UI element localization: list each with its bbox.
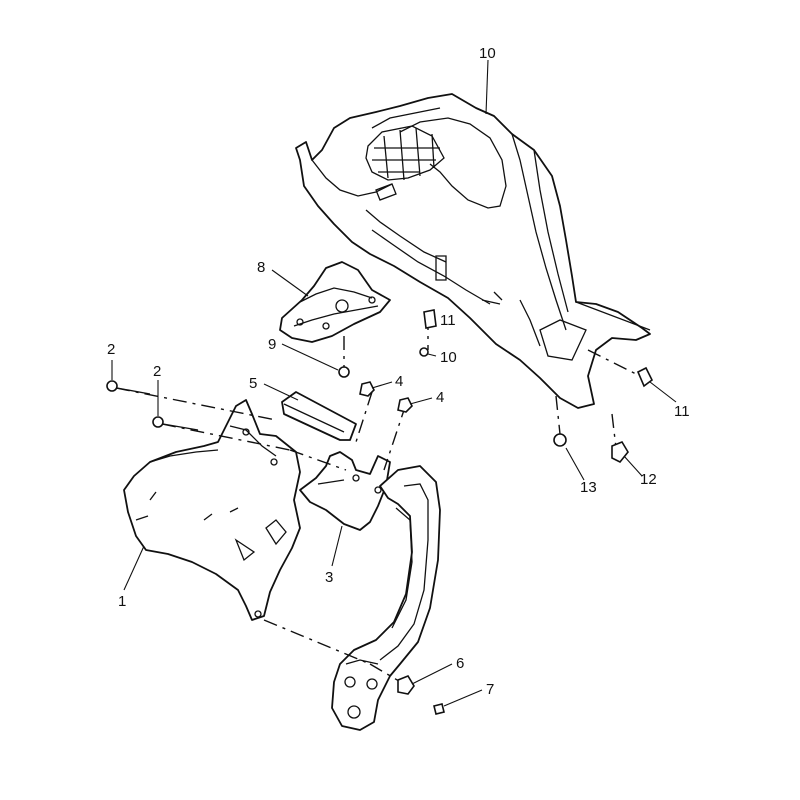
part-4-nut-a <box>359 381 375 397</box>
callout-10b: 10 <box>440 349 457 366</box>
alignment-axes <box>115 316 641 685</box>
support-arm <box>331 465 441 731</box>
part-3-plate <box>299 451 391 531</box>
callout-1: 1 <box>118 593 126 610</box>
part-2-bolt-b <box>152 416 199 431</box>
part-4-nut-b <box>397 397 413 413</box>
part-10-bolt <box>419 347 429 357</box>
callout-7: 7 <box>486 681 494 698</box>
callout-4a: 4 <box>395 373 403 390</box>
callout-5: 5 <box>249 375 257 392</box>
callout-labels: 2 2 1 3 4 4 5 6 7 8 9 10 10 11 11 12 13 <box>107 45 690 698</box>
part-13-bolt <box>553 433 567 447</box>
part-2-bolt-a <box>106 380 151 395</box>
callout-8: 8 <box>257 259 265 276</box>
callout-6: 6 <box>456 655 464 672</box>
callout-12: 12 <box>640 471 657 488</box>
part-11-clip-a <box>423 309 437 329</box>
part-1-splash-guard <box>123 399 301 621</box>
part-12-clip <box>611 441 629 464</box>
callout-13: 13 <box>580 479 597 496</box>
part-11-clip-b <box>636 366 654 388</box>
hardware <box>106 309 654 715</box>
callout-4b: 4 <box>436 389 444 406</box>
callout-11a: 11 <box>440 312 456 329</box>
part-7-screw <box>433 703 445 715</box>
callout-2a: 2 <box>107 341 115 358</box>
callout-9: 9 <box>268 336 276 353</box>
leader-lines <box>111 59 677 707</box>
part-8-bracket <box>279 261 391 343</box>
part-9-bolt <box>338 366 350 378</box>
callout-3: 3 <box>325 569 333 586</box>
callout-2b: 2 <box>153 363 161 380</box>
part-10-rear-fender <box>295 93 651 409</box>
part-5-pad <box>281 391 357 441</box>
part-6-collar <box>397 675 415 695</box>
callout-10a: 10 <box>479 45 496 62</box>
callout-11b: 11 <box>674 403 690 420</box>
